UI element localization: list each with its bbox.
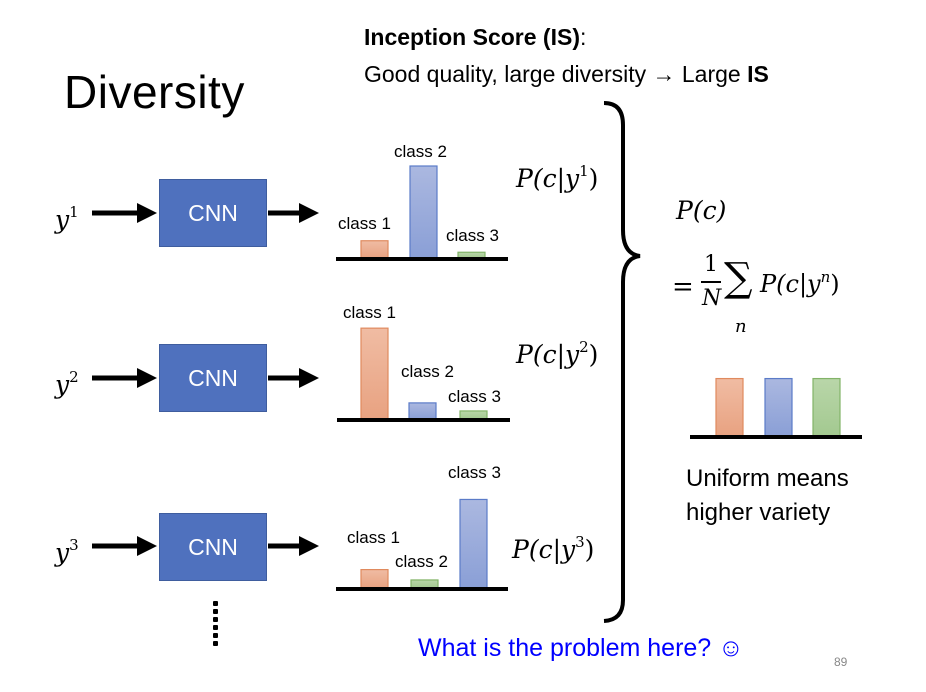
chart4-bar-class-1 [715, 377, 744, 437]
term-prefix: P(c|y [760, 270, 821, 298]
question-text: What is the problem here? ☺ [418, 634, 744, 662]
right-arrow-icon: → [652, 61, 676, 87]
input-var: y [55, 370, 70, 399]
subheading: Good quality, large diversity → Large IS [364, 59, 769, 89]
pcy-sup: 2 [579, 338, 589, 356]
pcy-sup: 1 [579, 162, 589, 180]
cnn-box-1: CNN [159, 179, 267, 247]
output-distribution-label-1: P(c|y1) [516, 156, 598, 194]
pcy-suffix: ) [584, 535, 595, 564]
chart3-label-class2: class 2 [395, 552, 448, 571]
chart2-bar-class-3 [459, 410, 488, 420]
cnn-box-2: CNN [159, 344, 267, 412]
input-sup: 1 [69, 203, 79, 221]
heading-inception-score: Inception Score (IS): [364, 22, 586, 52]
slide-title: Diversity [64, 66, 245, 118]
input-var: y [55, 538, 70, 567]
chart3-bar-class-3 [459, 498, 488, 589]
input-label-y2: y2 [55, 362, 79, 400]
uniform-caption-line1: Uniform means [686, 465, 849, 492]
chart1-label-class2: class 2 [394, 142, 447, 161]
chart1-label-class1: class 1 [338, 214, 391, 233]
chart3-label-class3: class 3 [448, 463, 501, 482]
term-sup: n [820, 268, 831, 286]
right-brace [603, 101, 641, 623]
subheading-text: Good quality, large diversity [364, 61, 647, 87]
pcy-suffix: ) [588, 164, 599, 193]
input-label-y1: y1 [55, 197, 79, 235]
chart3-label-class1: class 1 [347, 528, 400, 547]
page-number: 89 [834, 655, 848, 669]
chart2-label-class2: class 2 [401, 362, 454, 381]
chart1-bar-class-2 [409, 165, 438, 259]
chart2-bar-class-2 [408, 402, 437, 420]
input-sup: 2 [69, 368, 79, 386]
equals-sign: = [672, 272, 694, 302]
chart2-bar-class-1 [360, 327, 389, 420]
heading-colon: : [579, 24, 587, 50]
subheading-result-prefix: Large [681, 61, 741, 87]
heading-bold: Inception Score (IS) [364, 24, 580, 50]
chart2-label-class1: class 1 [343, 303, 396, 322]
marginal-lhs: P(c) [676, 196, 727, 225]
uniform-caption: Uniform means higher variety [686, 462, 849, 530]
pcy-prefix: P(c|y [516, 164, 580, 193]
sum-term: P(c|yn) [760, 268, 840, 298]
fraction-bar [701, 281, 721, 283]
chart1-label-class3: class 3 [446, 226, 499, 245]
chart4-bar-class-3 [812, 377, 841, 437]
chart4-bar-class-2 [764, 377, 793, 437]
chart3-bar-class-1 [360, 568, 389, 589]
chart2-label-class3: class 3 [448, 387, 501, 406]
pcy-prefix: P(c|y [512, 535, 576, 564]
output-distribution-label-3: P(c|y3) [512, 527, 594, 565]
subheading-result-bold: IS [747, 61, 769, 87]
fraction-numerator: 1 [704, 252, 718, 277]
uniform-caption-line2: higher variety [686, 499, 831, 526]
pcy-suffix: ) [588, 340, 599, 369]
chart3-bar-class-2 [410, 579, 439, 589]
pcy-prefix: P(c|y [516, 340, 580, 369]
pcy-sup: 3 [575, 533, 585, 551]
output-distribution-label-2: P(c|y2) [516, 332, 598, 370]
chart1-bar-class-1 [360, 240, 389, 259]
cnn-box-3: CNN [159, 513, 267, 581]
fraction-denominator: N [702, 286, 722, 311]
input-label-y3: y3 [55, 530, 79, 568]
sum-index: n [735, 316, 747, 337]
vertical-ellipsis-icon [213, 601, 219, 649]
term-suffix: ) [830, 270, 840, 298]
sum-symbol: ∑ [724, 255, 753, 301]
input-sup: 3 [69, 536, 79, 554]
input-var: y [55, 205, 70, 234]
